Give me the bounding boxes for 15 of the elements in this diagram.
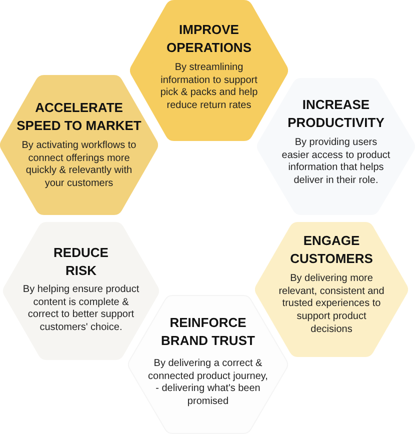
hexagon-title: ACCELERATE SPEED TO MARKET: [16, 99, 142, 135]
hexagon-description: By activating workflows to connect offerings more quickly & relevantly with your customers: [20, 140, 138, 191]
hexagon-title: IMPROVE OPERATIONS: [166, 21, 252, 57]
hexagon: [255, 222, 408, 357]
hexagon-title: INCREASE PRODUCTIVITY: [286, 96, 386, 132]
hexagon: [257, 78, 415, 215]
hexagon-description: By delivering a correct & connected product journey, - delivering what's been promised: [147, 358, 269, 409]
hexagon-title: ENGAGE CUSTOMERS: [289, 232, 374, 268]
hexagon-description: By providing users easier access to product information that helps deliver in their role.: [281, 137, 391, 188]
hexagon-description: By streamlining information to support pick & packs and help reduce return rates: [159, 62, 259, 113]
hexagon-title: REDUCE RISK: [52, 244, 110, 280]
hexagon-description: By helping ensure product content is complete & correct to better support customers' choice.: [22, 284, 140, 335]
hexagon-title: REINFORCE BRAND TRUST: [160, 314, 256, 350]
hexagon: [0, 75, 158, 215]
hexagon-description: By delivering more relevant, consistent and trusted experiences to support product decisions: [278, 273, 386, 337]
